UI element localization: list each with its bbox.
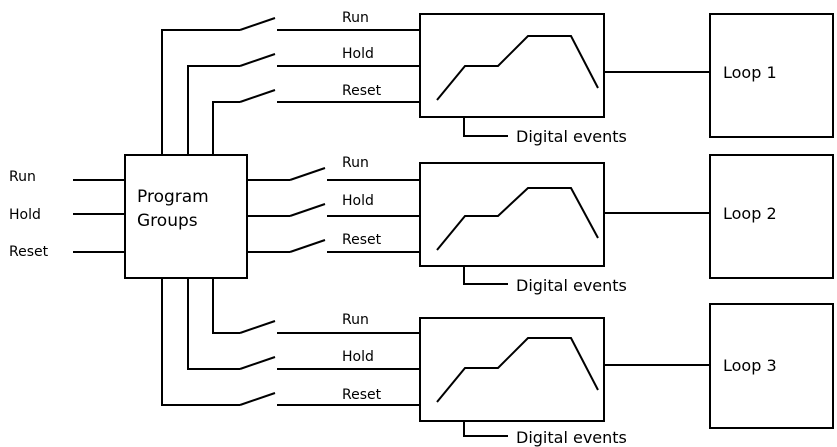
hold-label-1: Hold xyxy=(342,46,374,62)
reset-label-1: Reset xyxy=(342,83,382,99)
run-switch-1 xyxy=(239,17,276,31)
run-label-3: Run xyxy=(342,312,369,328)
run-label-2: Run xyxy=(342,155,369,171)
programmer-1: Run Hold Reset Digital events Loop 1 xyxy=(161,10,834,155)
loop-box-3 xyxy=(709,303,834,429)
reset-wire-1 xyxy=(212,101,240,155)
programmer-box-1 xyxy=(419,13,605,118)
input-hold-label: Hold xyxy=(9,207,41,223)
loop-label-3: Loop 3 xyxy=(723,356,777,375)
reset-wire-3 xyxy=(161,278,240,406)
events-line-2 xyxy=(463,266,508,285)
digital-events-label-1: Digital events xyxy=(516,127,627,146)
profile-graph-2 xyxy=(436,187,599,251)
programmer-box-3 xyxy=(419,317,605,422)
run-switch-3 xyxy=(239,320,276,334)
run-label-1: Run xyxy=(342,10,369,26)
reset-label-3: Reset xyxy=(342,387,382,403)
reset-switch-1 xyxy=(239,89,276,103)
profile-graph-1 xyxy=(436,35,599,101)
hold-wire-1 xyxy=(187,65,240,155)
loop-box-2 xyxy=(709,154,834,279)
program-groups-label-line1: Program xyxy=(137,187,209,207)
run-wire-3 xyxy=(212,278,240,334)
input-reset-label: Reset xyxy=(9,244,49,260)
loop-label-2: Loop 2 xyxy=(723,204,777,223)
reset-switch-2 xyxy=(289,239,326,253)
loop-box-1 xyxy=(709,13,834,138)
run-switch-2 xyxy=(289,167,326,181)
hold-label-3: Hold xyxy=(342,349,374,365)
run-wire-1 xyxy=(161,29,240,155)
reset-label-2: Reset xyxy=(342,232,382,248)
hold-wire-3 xyxy=(187,278,240,370)
reset-switch-3 xyxy=(239,392,276,406)
hold-switch-1 xyxy=(239,53,276,67)
hold-switch-3 xyxy=(239,356,276,370)
hold-switch-2 xyxy=(289,203,326,217)
program-groups-block: Program Groups xyxy=(124,154,248,279)
events-line-3 xyxy=(463,421,508,437)
digital-events-label-2: Digital events xyxy=(516,276,627,295)
loop-label-1: Loop 1 xyxy=(723,63,777,82)
input-run-label: Run xyxy=(9,169,36,185)
external-inputs: Run Hold Reset xyxy=(9,169,125,260)
digital-events-label-3: Digital events xyxy=(516,428,627,447)
profile-graph-3 xyxy=(436,337,599,403)
programmer-3: Run Hold Reset Digital events Loop 3 xyxy=(161,278,834,447)
programmer-2: Run Hold Reset Digital events Loop 2 xyxy=(247,154,834,295)
programmer-box-2 xyxy=(419,162,605,267)
hold-label-2: Hold xyxy=(342,193,374,209)
program-groups-label-line2: Groups xyxy=(137,211,198,231)
events-line-1 xyxy=(463,117,508,137)
